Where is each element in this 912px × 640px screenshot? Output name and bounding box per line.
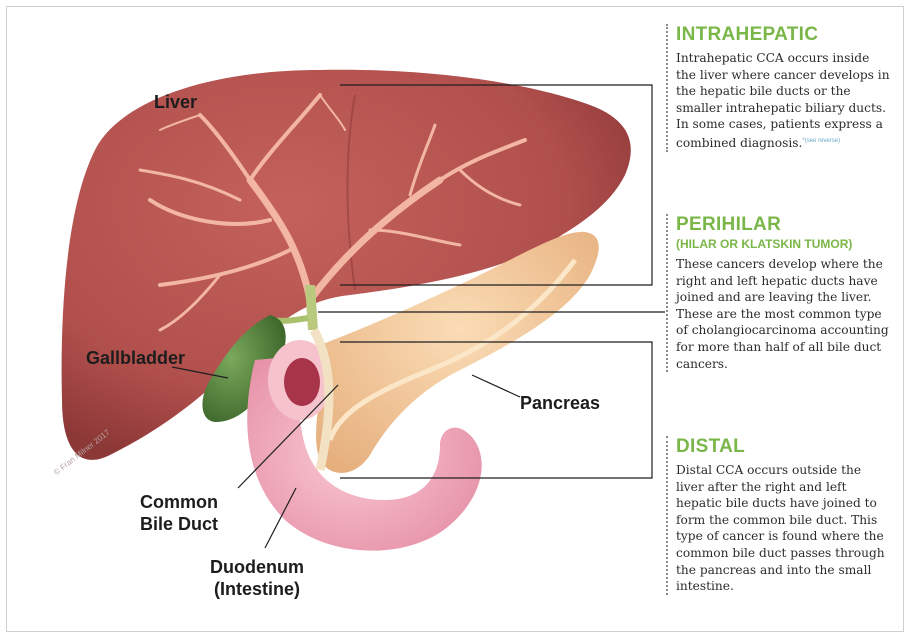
pancreatic-duct [327, 258, 577, 441]
liver-label: Liver [154, 92, 198, 112]
pancreas-shape [316, 231, 599, 473]
liver-shape [61, 69, 631, 460]
perihilar-title: PERIHILAR [676, 214, 782, 235]
perihilar-subtitle: (HILAR OR KLATSKIN TUMOR) [676, 237, 853, 251]
hepatic-duct-junction [305, 285, 318, 330]
gallbladder-label: Gallbladder [86, 348, 186, 368]
common-bile-duct-label: Common Bile Duct [140, 491, 218, 535]
common-bile-duct [310, 327, 334, 471]
see-reverse-note: *(see reverse) [802, 137, 841, 144]
distal-panel-border: DISTAL Distal CCA occurs outside the liv… [666, 436, 892, 595]
perihilar-panel: PERIHILAR (HILAR OR KLATSKIN TUMOR) Thes… [666, 214, 892, 373]
duodenum-label: Duodenum (Intestine) [210, 556, 304, 600]
perihilar-body: These cancers develop where the right an… [676, 257, 889, 371]
liver-lobe-divider [346, 94, 356, 291]
bile-duct-tree [138, 93, 527, 332]
perihilar-panel-border: PERIHILAR (HILAR OR KLATSKIN TUMOR) Thes… [666, 214, 892, 373]
intrahepatic-title: INTRAHEPATIC [676, 24, 819, 45]
duodenum-label-line-1: Duodenum [210, 557, 304, 577]
common-bile-duct-label-line-1: Common [140, 492, 218, 512]
distal-panel: DISTAL Distal CCA occurs outside the liv… [666, 436, 892, 595]
common-bile-duct-label-line-2: Bile Duct [140, 514, 219, 534]
duodenum-lumen [284, 358, 320, 406]
gallbladder-shape [202, 315, 286, 423]
intrahepatic-body-text: Intrahepatic CCA occurs inside the liver… [676, 51, 890, 151]
distal-title: DISTAL [676, 436, 745, 457]
intrahepatic-panel: INTRAHEPATIC Intrahepatic CCA occurs ins… [666, 24, 892, 152]
duodenum-shape [247, 355, 482, 551]
distal-body: Distal CCA occurs outside the liver afte… [676, 463, 885, 594]
intrahepatic-body: Intrahepatic CCA occurs inside the liver… [676, 50, 892, 152]
illustration-frame [6, 6, 904, 632]
leader-lines [171, 84, 665, 549]
duodenum-label-line-2: (Intestine) [213, 579, 300, 599]
pancreas-label: Pancreas [520, 393, 601, 413]
intrahepatic-panel-border: INTRAHEPATIC Intrahepatic CCA occurs ins… [666, 24, 892, 152]
